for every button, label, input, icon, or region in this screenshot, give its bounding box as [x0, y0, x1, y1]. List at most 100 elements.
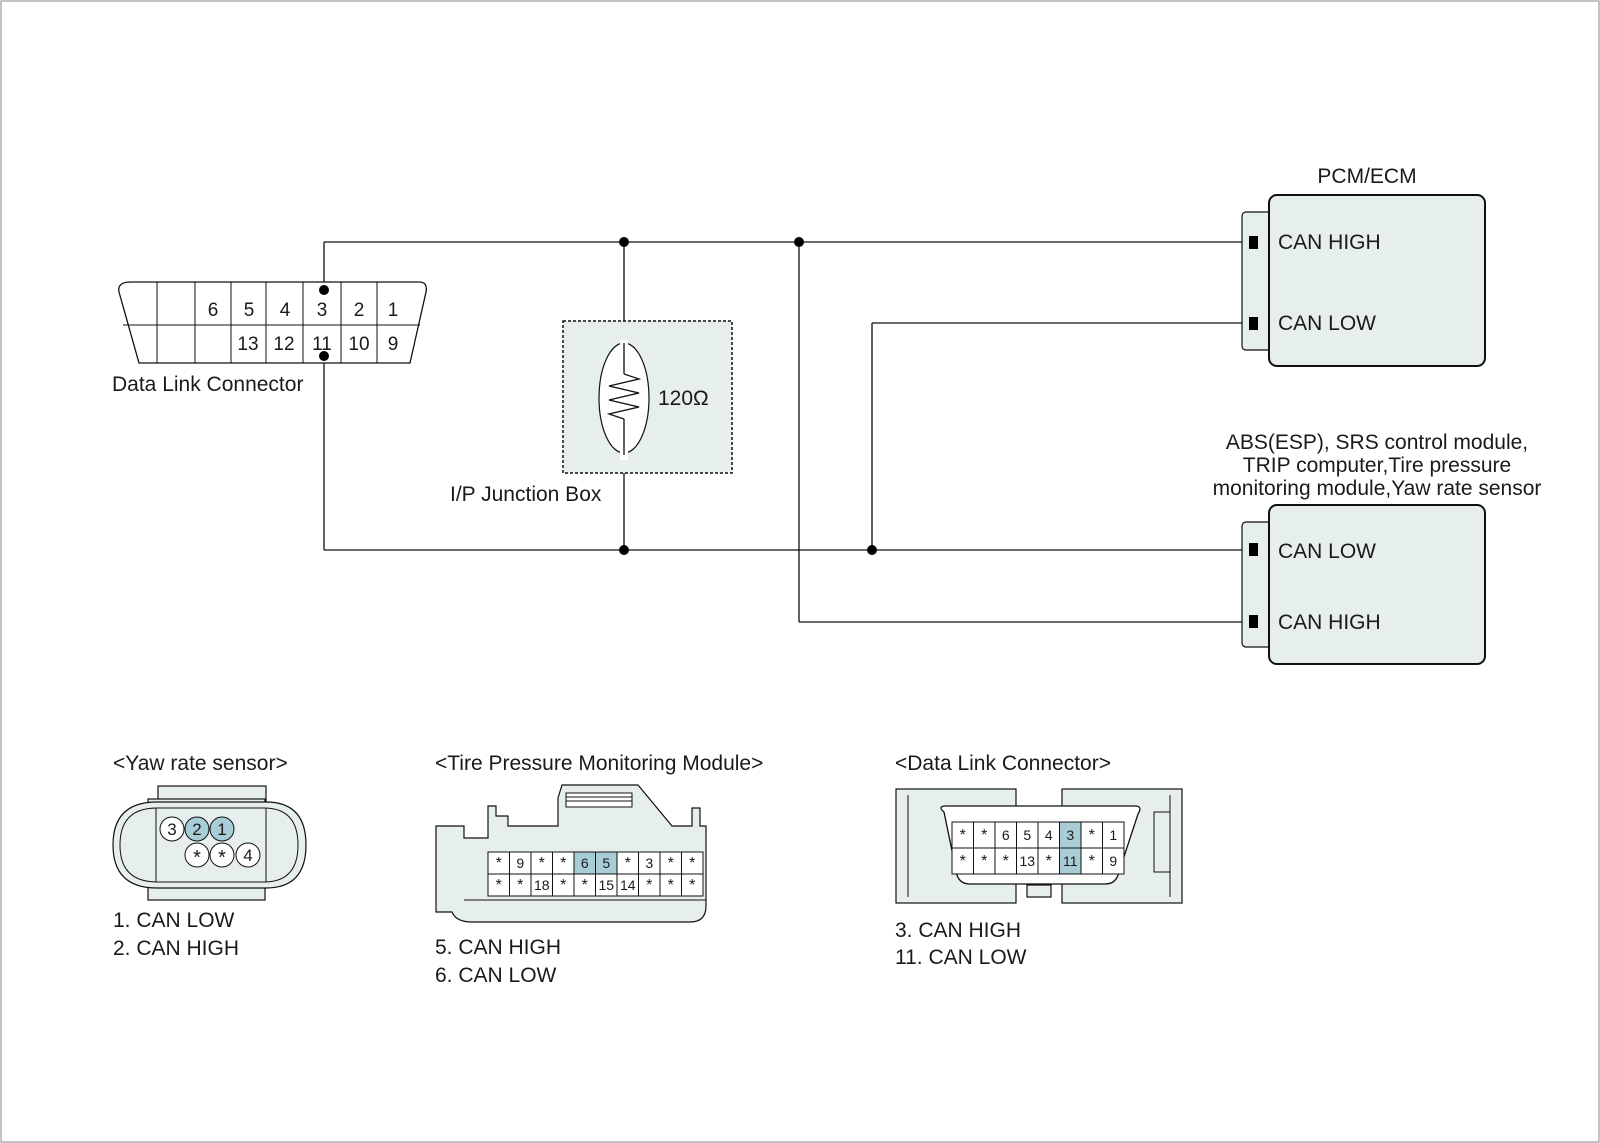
- junction-box-label: I/P Junction Box: [450, 483, 602, 506]
- pcm-pin-can-low: CAN LOW: [1278, 312, 1376, 335]
- dlc-pin: 9: [388, 334, 399, 355]
- pcm-body: [1268, 194, 1486, 367]
- dlc2-pin-label: 11: [1063, 853, 1078, 869]
- dlc2-pin-label: *: [981, 827, 987, 844]
- tpms-pin-label: 5: [602, 855, 610, 871]
- yaw-pin-label: 3: [167, 820, 176, 839]
- dlc2-title: <Data Link Connector>: [895, 752, 1111, 775]
- tpms-pin-label: 18: [534, 877, 550, 893]
- dlc-pin: 6: [208, 300, 219, 321]
- pcm-pin-terminal: [1249, 236, 1258, 249]
- tpms-pin-label: *: [582, 877, 588, 894]
- yaw-pin-highlighted: [184, 816, 210, 842]
- tpms-pin-label: 6: [581, 855, 589, 871]
- yaw-housing: [112, 801, 307, 889]
- tpms-pin-cell: [681, 873, 704, 897]
- dlc-housing: [118, 281, 427, 364]
- tpms-pin-label: 14: [620, 877, 636, 893]
- dlc-pin: 1: [388, 300, 399, 321]
- dlc2-pin-label: 6: [1002, 827, 1010, 843]
- yaw-pin-label: 2: [192, 820, 201, 839]
- ip-junction-box: 120Ω I/P Junction Box: [450, 320, 733, 506]
- abs-pin-can-high: CAN HIGH: [1278, 611, 1381, 634]
- tpms-latch: [565, 792, 633, 808]
- yaw-legend-line: 1. CAN LOW: [113, 909, 235, 932]
- yaw-pin: [209, 842, 235, 868]
- dlc2-pin-label: *: [960, 827, 966, 844]
- tpms-pin-label: *: [689, 855, 695, 872]
- abs-body: [1268, 504, 1486, 665]
- yaw-pin-highlighted: [209, 816, 235, 842]
- tpms-pin-label: *: [496, 855, 502, 872]
- dlc2-pin-label: *: [1003, 853, 1009, 870]
- pcm-ecm-module: PCM/ECM CAN HIGH CAN LOW: [1241, 165, 1486, 367]
- dlc-pin: 12: [273, 334, 294, 355]
- dlc2-pin-label: *: [981, 853, 987, 870]
- abs-pin-terminal: [1249, 543, 1258, 556]
- resistor-zigzag: [606, 373, 642, 420]
- dlc-pin: 2: [354, 300, 365, 321]
- pcm-pin-terminal: [1249, 317, 1258, 330]
- yaw-housing-inner: [119, 807, 299, 883]
- dlc-pin11-terminal-dot: [319, 351, 329, 361]
- dlc2-pin-label: *: [1089, 827, 1095, 844]
- dlc-label: Data Link Connector: [112, 373, 303, 396]
- dlc2-pin-label: 1: [1109, 827, 1117, 843]
- tpms-legend-line: 5. CAN HIGH: [435, 936, 561, 959]
- resistor-value: 120Ω: [658, 387, 709, 410]
- tpms-title: <Tire Pressure Monitoring Module>: [435, 752, 763, 775]
- tpms-pin-label: *: [517, 877, 523, 894]
- dlc-pin: 13: [237, 334, 258, 355]
- wires: [323, 241, 1250, 623]
- dlc2-pin-label: *: [1089, 853, 1095, 870]
- tpms-pin-label: *: [689, 877, 695, 894]
- splice-dots: [619, 237, 877, 555]
- tpms-pin-label: *: [560, 877, 566, 894]
- pcm-title: PCM/ECM: [1317, 165, 1416, 188]
- yaw-pin-label: *: [218, 847, 226, 869]
- tpms-pin-label: 9: [516, 855, 524, 871]
- dlc2-pin-label: 9: [1109, 853, 1117, 869]
- dlc-pin: 11: [312, 334, 332, 355]
- yaw-pin: [184, 842, 210, 868]
- yaw-pin-label: *: [193, 847, 201, 869]
- dlc2-pin-label: *: [1046, 853, 1052, 870]
- dlc-pin: 3: [317, 300, 328, 321]
- yaw-pin-label: 4: [243, 846, 252, 865]
- dlc2-pin-label: *: [960, 853, 966, 870]
- pcm-pin-can-high: CAN HIGH: [1278, 231, 1381, 254]
- tpms-pin-label: *: [668, 877, 674, 894]
- tpms-pin-label: 15: [598, 877, 614, 893]
- dlc2-pin-label: 5: [1023, 827, 1031, 843]
- tpms-pin-label: *: [668, 855, 674, 872]
- abs-title-line: ABS(ESP), SRS control module,: [1226, 431, 1528, 454]
- dlc-pin: 4: [280, 300, 291, 321]
- yaw-pin-label: 1: [217, 820, 226, 839]
- abs-srs-module: ABS(ESP), SRS control module, TRIP compu…: [1213, 431, 1541, 665]
- dlc2-pin-label: 3: [1066, 827, 1074, 843]
- tpms-pin-label: *: [496, 877, 502, 894]
- splice-dot: [867, 545, 877, 555]
- dlc2-legend-line: 3. CAN HIGH: [895, 919, 1021, 942]
- tpms-pin-label: *: [646, 877, 652, 894]
- splice-dot: [619, 237, 629, 247]
- tpms-pin-label: *: [539, 855, 545, 872]
- tpms-pin-label: *: [625, 855, 631, 872]
- yaw-legend-line: 2. CAN HIGH: [113, 937, 239, 960]
- dlc2-legend-line: 11. CAN LOW: [895, 946, 1027, 969]
- yaw-pin: [235, 842, 261, 868]
- tpms-legend-line: 6. CAN LOW: [435, 964, 557, 987]
- abs-pin-terminal: [1249, 615, 1258, 628]
- data-link-connector: 6 5 4 3 2 1 13 12 11 10 9 Data Link Conn…: [112, 281, 427, 396]
- dlc2-pin-label: 4: [1045, 827, 1053, 843]
- dlc-pin: 10: [348, 334, 369, 355]
- abs-pin-can-low: CAN LOW: [1278, 540, 1376, 563]
- abs-title-line: TRIP computer,Tire pressure: [1243, 454, 1511, 477]
- yaw-pin: [159, 816, 185, 842]
